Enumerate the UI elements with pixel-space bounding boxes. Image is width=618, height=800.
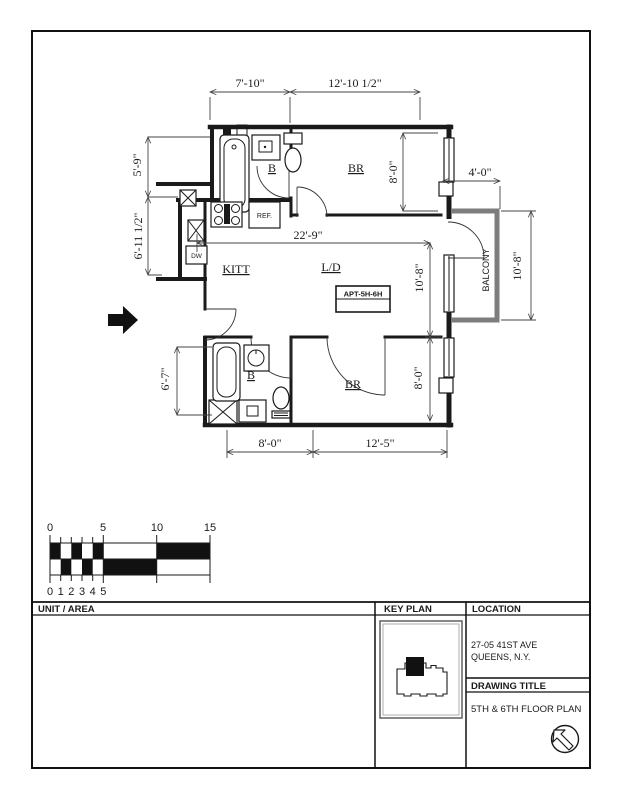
key-plan [379,620,463,719]
windows [443,137,456,378]
toilet-lower [271,386,291,419]
drawing-title-header: DRAWING TITLE [471,681,546,692]
refrigerator-label: REF. [257,213,272,220]
sink-upper [251,134,281,161]
scale-label: 1 [58,586,64,598]
dim-bottom-right: 12'-5" [365,436,394,450]
label-bedroom-lower: BR [345,377,361,391]
scale-minor-labels: 0 1 2 3 4 5 [47,586,106,598]
dim-left-upper: 5'-9" [130,153,144,176]
location-header: LOCATION [472,604,521,615]
dim-top-left: 7'-10" [235,76,264,90]
dimension-lines [144,88,536,458]
unit-area-header: UNIT / AREA [38,604,95,615]
scale-label: 2 [68,586,74,598]
sheet-border [31,30,591,769]
room-labels: B BR KITT L/D BALCONY B BR [222,161,491,391]
label-bath-upper: B [268,161,276,175]
scale-label: 3 [79,586,85,598]
dim-bath-lower-depth: 6'-7" [158,367,172,390]
scale-label: 0 [47,586,53,598]
balcony-rail [451,208,500,323]
key-plan-unit-marker [406,657,424,676]
north-arrow-icon [550,724,580,754]
dim-top-right: 12'-10 1/2" [328,76,381,90]
dim-bottom-left: 8'-0" [258,436,281,450]
fixtures: REF. DW [179,132,303,425]
dishwasher: DW [185,245,208,265]
key-plan-header: KEY PLAN [384,604,432,615]
scale-segments [50,543,210,575]
address-line1: 27-05 41ST AVE [471,640,537,650]
entry-arrow [108,306,138,334]
sink-lower [238,399,267,423]
apartment-tag: APT-5H-6H [335,285,391,313]
toilet-upper [283,132,303,173]
label-bedroom-upper: BR [348,161,364,175]
label-living-dining: L/D [321,260,341,274]
title-block: UNIT / AREA KEY PLAN LOCATION 27-05 41ST… [32,601,590,768]
scale-label: 5 [100,522,106,534]
shaft-boxes [179,189,238,425]
scale-label: 0 [47,522,53,534]
bathtub-upper [219,134,250,213]
scale-major-labels: 0 5 10 15 [47,522,216,534]
label-balcony: BALCONY [481,248,491,291]
dim-living-depth: 10'-8" [412,263,426,292]
dim-bedroom-upper-depth: 8'-0" [386,160,400,183]
scale-label: 5 [100,586,106,598]
dim-balcony-depth: 10'-8" [510,251,524,280]
dim-interior-width: 22'-9" [293,228,322,242]
scale-bar: 0 5 10 15 0 1 2 3 4 5 [47,522,216,598]
scale-label: 4 [90,586,96,598]
dishwasher-label: DW [191,253,203,260]
dimension-texts: 7'-10" 12'-10 1/2" 5'-9" 6'-11 1/2" 22'-… [130,76,524,450]
address-line2: QUEENS, N.Y. [471,652,530,662]
label-kitchen: KITT [222,262,250,276]
stove [210,201,243,228]
dim-right-offset: 4'-0" [468,165,491,179]
refrigerator: REF. [248,201,281,229]
bathtub-lower [212,342,241,402]
dim-bedroom-lower-depth: 8'-0" [411,366,425,389]
apartment-tag-label: APT-5H-6H [344,290,383,299]
drawing-title: 5TH & 6TH FLOOR PLAN [471,704,581,715]
lavatory-lower [243,344,270,372]
dim-left-lower: 6'-11 1/2" [131,212,145,259]
label-bath-lower: B [247,368,255,382]
scale-label: 10 [151,522,163,534]
scale-label: 15 [204,522,216,534]
